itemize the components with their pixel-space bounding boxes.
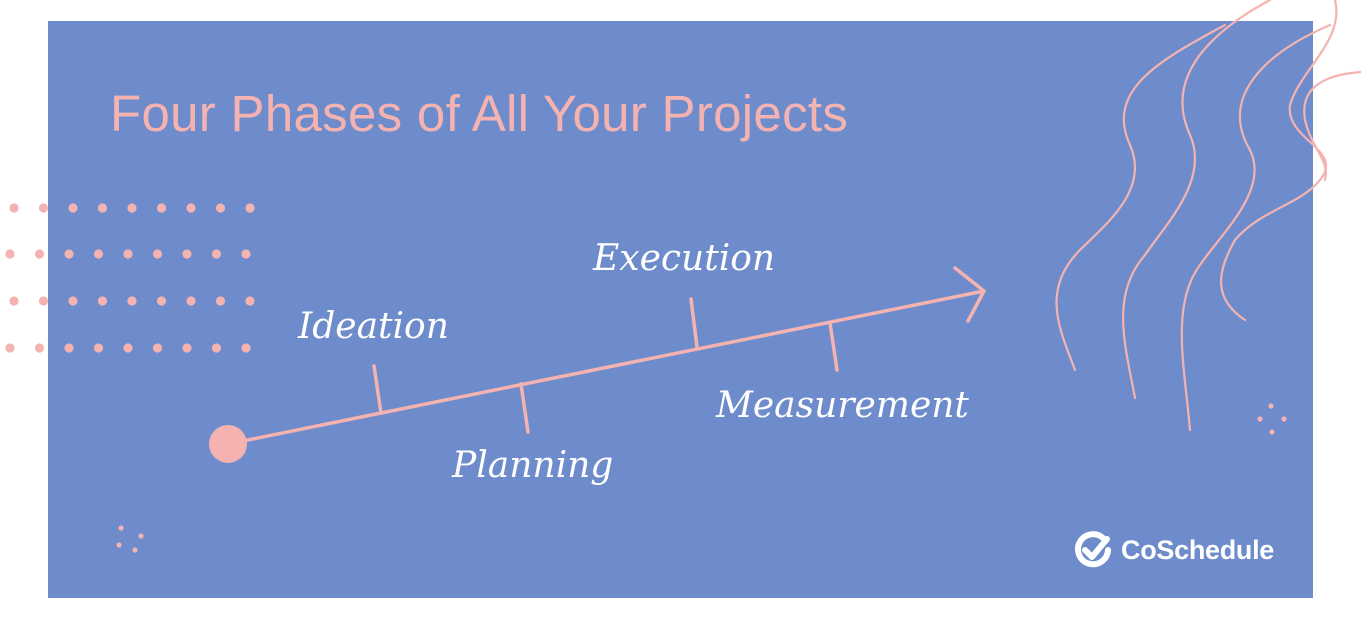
decor-dot (97, 203, 108, 213)
decor-dot (64, 249, 74, 259)
decor-dot (241, 343, 251, 353)
decor-dot (93, 249, 104, 259)
decor-dot (152, 249, 163, 259)
decor-dot (215, 203, 226, 213)
phase-label-measurement: Measurement (716, 385, 969, 426)
decor-dot (127, 203, 137, 213)
tick-ideation (372, 364, 383, 415)
decor-dot (123, 343, 133, 353)
decor-dot (64, 343, 74, 353)
decor-dot (127, 296, 137, 306)
decor-dot (152, 343, 163, 353)
decor-dot (182, 249, 192, 259)
dot-grid (5, 203, 255, 353)
wavy-line (1121, 0, 1272, 400)
decor-dot (186, 296, 196, 306)
dot-cluster-right (1257, 403, 1287, 435)
wavy-line (1303, 70, 1361, 182)
decor-dot (182, 343, 192, 353)
decor-dot (68, 296, 78, 306)
decor-dot (34, 249, 45, 259)
decor-dot (156, 203, 167, 213)
diagram-card (48, 21, 1313, 598)
decor-dot (215, 296, 226, 306)
timeline-line (226, 289, 986, 446)
wavy-line (1055, 23, 1227, 372)
diagram-title: Four Phases of All Your Projects (110, 85, 849, 142)
decor-dot (123, 249, 133, 259)
wavy-line (1219, 0, 1338, 322)
wavy-lines (1055, 0, 1361, 432)
decor-dot (156, 296, 167, 306)
timeline (226, 266, 986, 446)
decor-dot (97, 296, 108, 306)
decor-dot (5, 249, 15, 259)
timeline-arrowhead (953, 266, 986, 323)
decor-dot (9, 296, 19, 306)
decor-dot (68, 203, 78, 213)
decor-dot (38, 296, 49, 306)
decor-dot (93, 343, 104, 353)
decor-dot (211, 249, 222, 259)
tick-planning (519, 382, 530, 434)
checkmark-logo-icon (1075, 531, 1111, 568)
phase-label-ideation: Ideation (298, 306, 449, 347)
decor-dot (211, 343, 222, 353)
wavy-line (1180, 23, 1332, 432)
brand-logo: CoSchedule (1073, 530, 1274, 570)
timeline-start-dot (209, 425, 247, 463)
decor-dot (245, 296, 255, 306)
decor-dot (9, 203, 19, 213)
brand-name: CoSchedule (1121, 534, 1275, 565)
dot-cluster-bottom-left (116, 525, 144, 553)
tick-execution (689, 297, 699, 349)
decor-dot (245, 203, 255, 213)
phase-label-planning: Planning (452, 445, 614, 486)
tick-measurement (828, 321, 839, 372)
decor-dot (38, 203, 49, 213)
phase-label-execution: Execution (593, 238, 776, 279)
decor-dot (5, 343, 15, 353)
decor-dot (34, 343, 45, 353)
decor-dot (241, 249, 251, 259)
decor-dot (186, 203, 196, 213)
